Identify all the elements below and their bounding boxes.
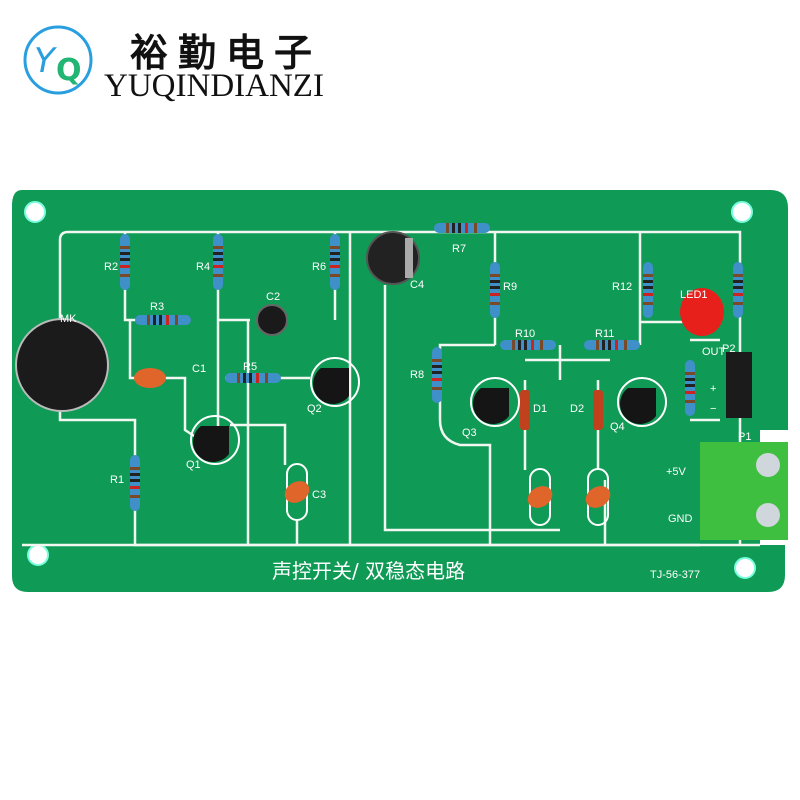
resistor-r9 — [490, 262, 500, 318]
mounting-hole — [27, 544, 49, 566]
label-r2: R2 — [104, 261, 118, 273]
label-r5: R5 — [243, 361, 257, 373]
resistor-r11 — [584, 340, 640, 350]
board-title: 声控开关/ 双稳态电路 — [272, 559, 465, 583]
label-gnd: GND — [668, 513, 693, 525]
diode-d1 — [520, 390, 530, 430]
label-r3: R3 — [150, 301, 164, 313]
label-led1: LED1 — [680, 289, 708, 301]
board-code: TJ-56-377 — [650, 569, 700, 581]
terminal-screw[interactable] — [756, 503, 780, 527]
label-p1: P1 — [738, 431, 751, 443]
svg-text:Q: Q — [56, 53, 82, 88]
resistor-r7 — [434, 223, 490, 233]
label-q3: Q3 — [462, 427, 477, 439]
label-r10: R10 — [515, 328, 535, 340]
label-r12: R12 — [612, 281, 632, 293]
yq-logo-icon: Y Q — [23, 25, 93, 95]
resistor-r6 — [330, 234, 340, 290]
label-q4: Q4 — [610, 421, 625, 433]
resistor-r14 — [685, 360, 695, 416]
svg-text:Y: Y — [34, 41, 57, 81]
brand-name-chinese: 裕勤电子 — [130, 30, 323, 75]
resistor-r4 — [213, 234, 223, 290]
mounting-hole — [731, 201, 753, 223]
label-r11: R11 — [595, 328, 614, 340]
header-p2 — [726, 352, 752, 418]
capacitor-c4-stripe — [405, 238, 413, 278]
brand-name-english: YUQINDIANZI — [104, 68, 324, 104]
capacitor-c1 — [134, 368, 166, 388]
label-q1: Q1 — [186, 459, 201, 471]
resistor-r3 — [135, 315, 191, 325]
resistor-r1 — [130, 455, 140, 511]
component-labels: R2 R4 R6 R7 R9 R12 R3 C2 C4 MK C1 R5 Q2 … — [60, 243, 751, 525]
mounting-hole — [734, 557, 756, 579]
label-r1: R1 — [110, 474, 124, 486]
label-minus: − — [710, 403, 716, 415]
terminal-screw[interactable] — [756, 453, 780, 477]
resistor-r13 — [733, 262, 743, 318]
resistor-r8 — [432, 347, 442, 403]
diode-d2 — [593, 390, 603, 430]
label-mk: MK — [60, 313, 77, 325]
resistor-r10 — [500, 340, 556, 350]
label-r6: R6 — [312, 261, 326, 273]
label-p2: P2 — [722, 343, 735, 355]
led1 — [680, 288, 724, 336]
microphone-mk — [15, 318, 109, 412]
label-plus: + — [710, 383, 716, 395]
label-c1: C1 — [192, 363, 206, 375]
resistor-r12 — [643, 262, 653, 318]
label-r7: R7 — [452, 243, 466, 255]
label-r9: R9 — [503, 281, 517, 293]
brand-logo: Y Q 裕勤电子 YUQINDIANZI — [20, 20, 330, 104]
resistor-r2 — [120, 234, 130, 290]
label-c2: C2 — [266, 291, 280, 303]
capacitor-c2 — [256, 304, 288, 336]
label-r4: R4 — [196, 261, 210, 273]
resistor-r5 — [225, 373, 281, 383]
label-q2: Q2 — [307, 403, 322, 415]
label-c4: C4 — [410, 279, 424, 291]
label-d2: D2 — [570, 403, 584, 415]
mounting-hole — [24, 201, 46, 223]
label-5v: +5V — [666, 466, 687, 478]
label-r8: R8 — [410, 369, 424, 381]
label-out: OUT — [702, 346, 726, 358]
label-d1: D1 — [533, 403, 547, 415]
label-c3: C3 — [312, 489, 326, 501]
